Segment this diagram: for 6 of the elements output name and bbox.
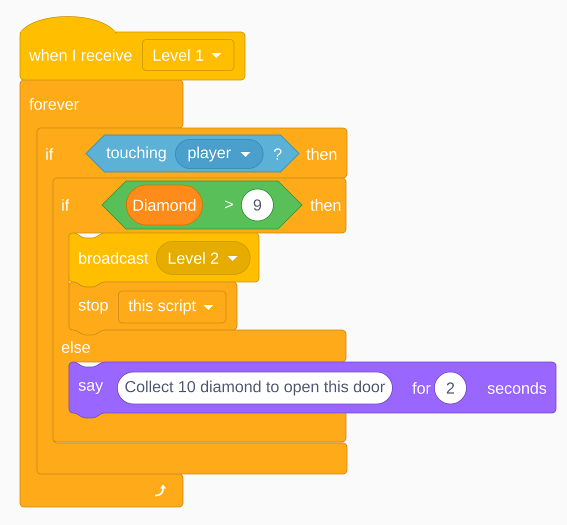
dropdown-field: Level 1 [142,39,234,71]
dropdown-field: this script [118,290,226,324]
input-oval: 9 [241,188,274,222]
dropdown-field: Level 2 [156,241,251,275]
input-oval: 2 [434,372,467,404]
dropdown-field: player [175,139,264,169]
